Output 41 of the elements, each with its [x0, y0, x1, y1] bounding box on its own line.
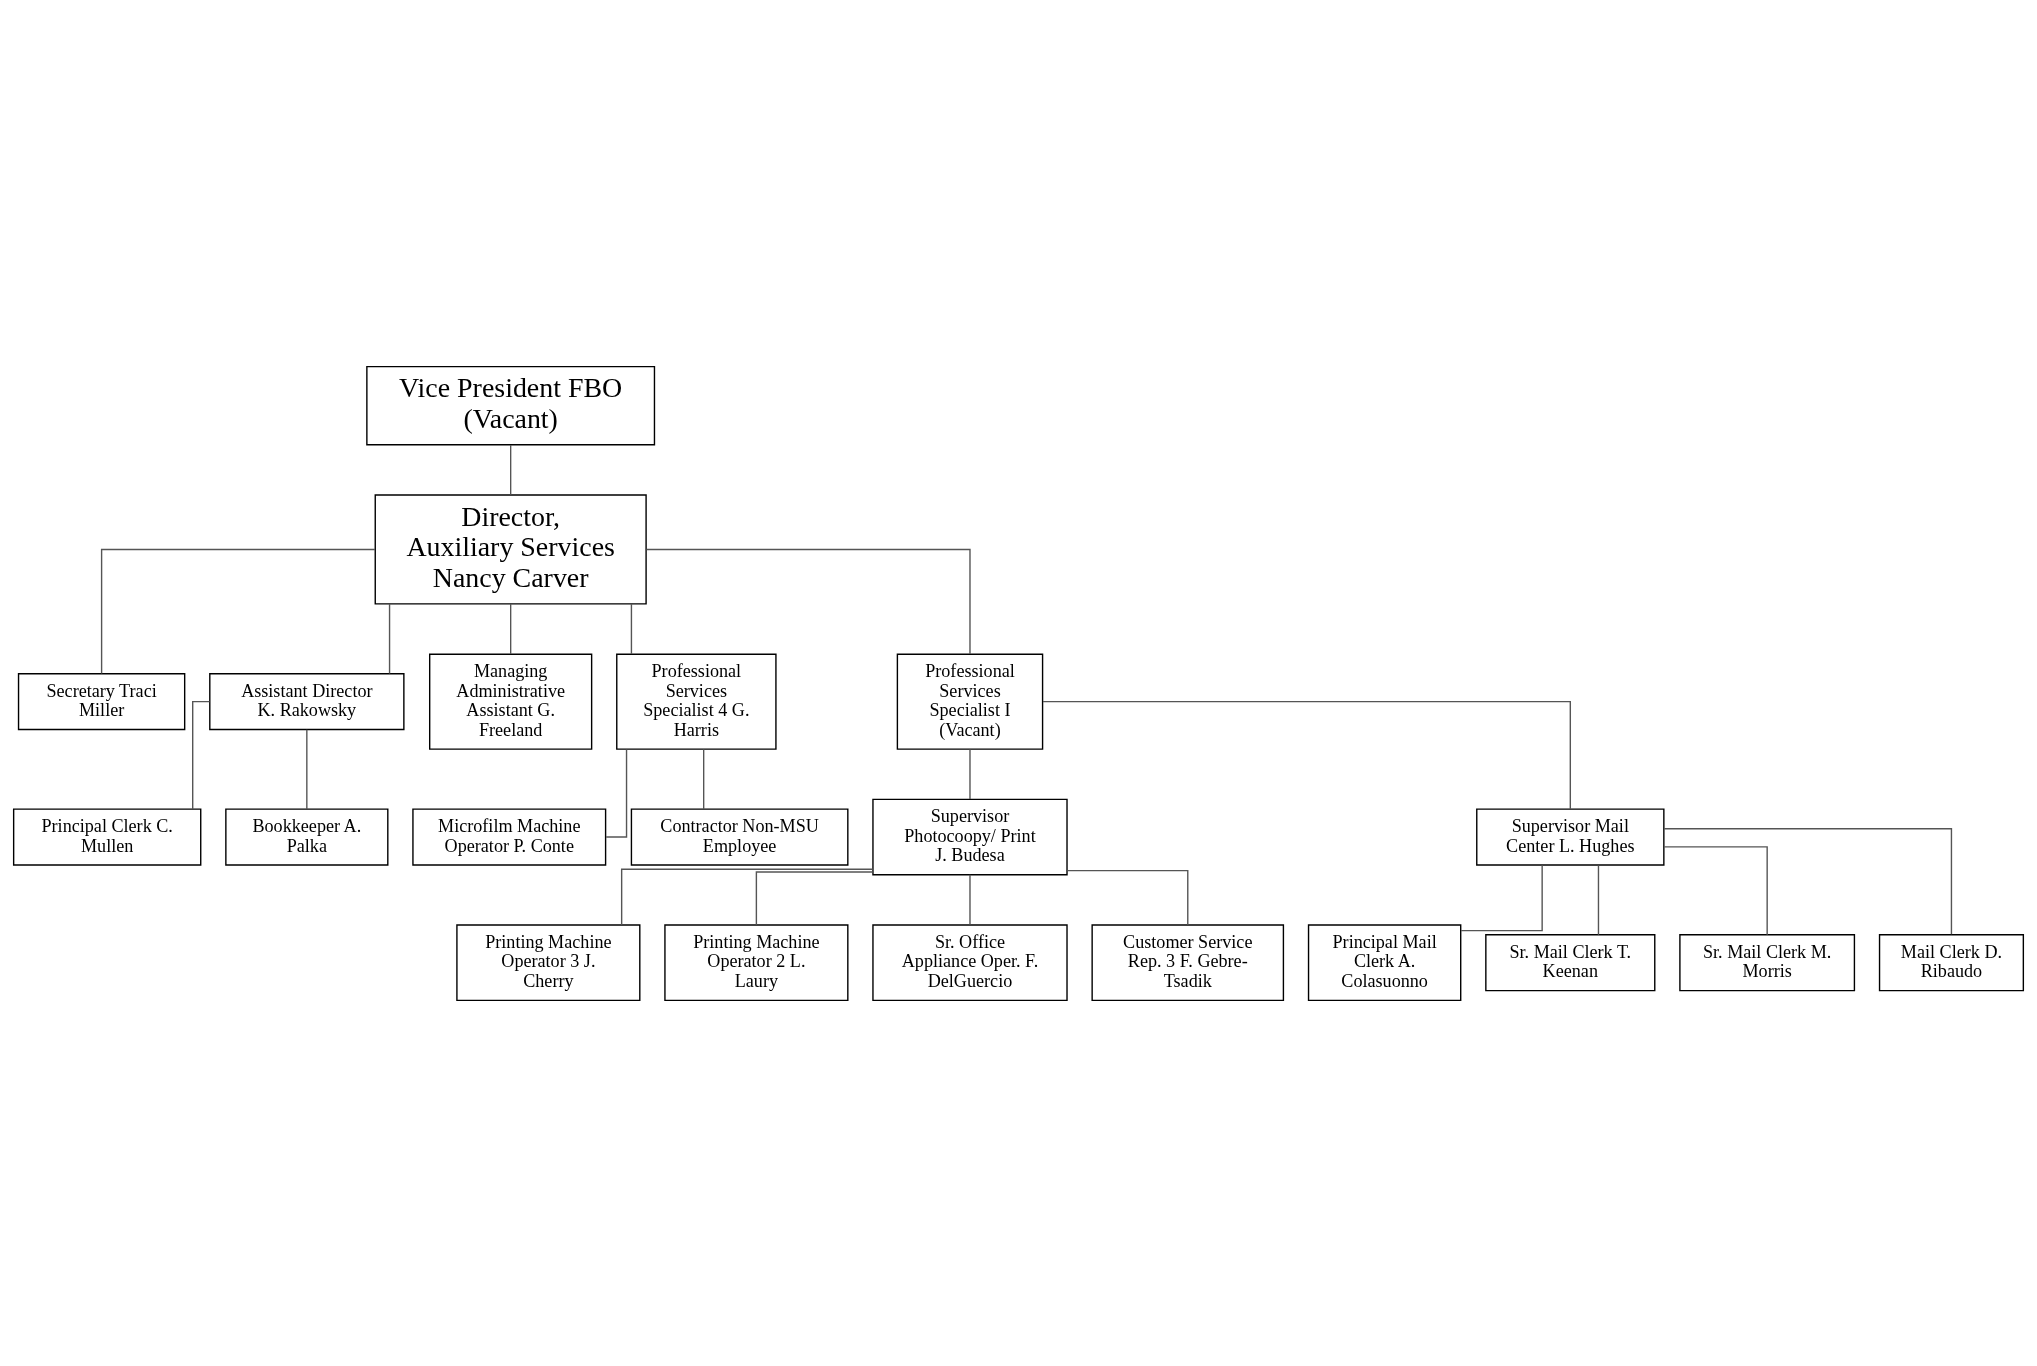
connector	[509, 602, 512, 655]
connector	[100, 548, 376, 674]
node-box: Supervisor Photocoopy/ Print J. Budesa	[872, 798, 1068, 875]
connector	[969, 748, 971, 800]
node-box: Customer Service Rep. 3 F. Gebre-Tsadik	[1091, 923, 1285, 1001]
connector	[1663, 827, 1953, 935]
connector	[702, 748, 705, 810]
connector	[630, 602, 633, 655]
node-box: Printing Machine Operator 3 J. Cherry	[456, 923, 641, 1001]
node-box: Sr. Office Appliance Oper. F. DelGuercio	[872, 923, 1068, 1001]
connector	[645, 548, 971, 655]
connector	[969, 873, 971, 925]
node-box: Professional Services Specialist I (Vacant)	[896, 652, 1044, 750]
node-box: Sr. Mail Clerk M. Morris	[1679, 933, 1856, 991]
node-box: Assistant Director K. Rakowsky	[209, 672, 405, 730]
node-box: Contractor Non-MSU Employee	[630, 807, 849, 866]
node-box: Mail Clerk D. Ribaudo	[1878, 933, 2025, 991]
node-box: Principal Mail Clerk A. Colasuonno	[1307, 923, 1462, 1001]
connector	[509, 443, 512, 495]
node-box: Printing Machine Operator 2 L. Laury	[664, 923, 849, 1001]
connector	[192, 700, 211, 810]
connector	[755, 870, 874, 925]
node-box: Bookkeeper A. Palka	[225, 807, 389, 866]
connector	[1663, 845, 1768, 935]
node-box: Sr. Mail Clerk T. Keenan	[1485, 933, 1656, 991]
connector	[1597, 864, 1600, 935]
node-box: Principal Clerk C. Mullen	[12, 807, 202, 866]
connector	[1066, 869, 1189, 925]
node-box: Supervisor Mail Center L. Hughes	[1476, 807, 1665, 866]
connector	[388, 602, 391, 674]
node-box: Secretary Traci Miller	[17, 672, 186, 730]
connector	[605, 748, 628, 838]
node-box: Director, Auxiliary Services Nancy Carver	[374, 493, 647, 605]
node-box: Managing Administrative Assistant G. Freeland	[429, 652, 593, 750]
connector	[1460, 863, 1543, 931]
node-box: Professional Services Specialist 4 G. Harris	[616, 652, 777, 750]
node-box: Microfilm Machine Operator P. Conte	[412, 807, 607, 866]
connector	[306, 728, 308, 810]
node-box: Vice President FBO (Vacant)	[366, 365, 656, 445]
connector	[620, 867, 874, 925]
connector	[1042, 700, 1571, 810]
